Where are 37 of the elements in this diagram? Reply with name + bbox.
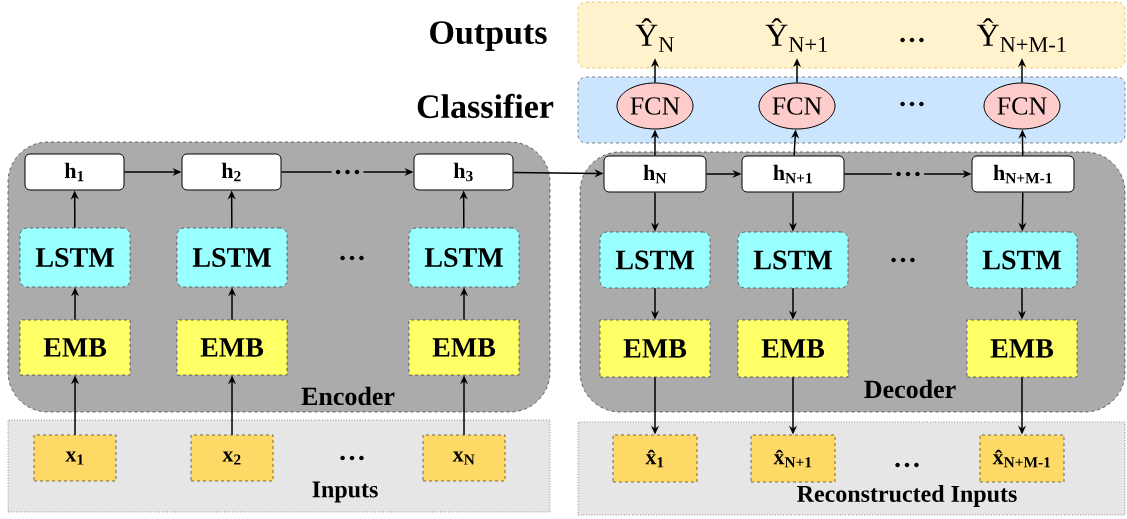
input-box: x̂$_{N+1}$ (750, 434, 836, 483)
input-box: x$_{2}$ (190, 434, 274, 482)
hidden-state-box: h$_{N+1}$ (741, 155, 845, 193)
embedding-box: EMB (408, 319, 520, 376)
hidden-state-box: h$_{1}$ (24, 153, 125, 191)
ellipsis: … (900, 37, 924, 43)
edge-label: … (892, 169, 924, 179)
ellipsis: … (340, 255, 364, 261)
input-box: x$_{1}$ (33, 434, 117, 482)
hidden-state-box: h$_{3}$ (413, 153, 514, 191)
embedding-box: EMB (19, 319, 131, 376)
input-box: x̂$_{N+M-1}$ (979, 434, 1065, 483)
lstm-box: LSTM (176, 227, 288, 288)
lstm-box: LSTM (966, 231, 1078, 289)
lstm-box: LSTM (599, 231, 711, 289)
lstm-box: LSTM (408, 227, 520, 288)
embedding-box: EMB (176, 319, 288, 376)
output-text: Ŷ$_{N}$ (635, 18, 674, 52)
ellipsis: … (900, 101, 924, 107)
node-label: Outputs (430, 21, 547, 51)
embedding-box: EMB (737, 319, 849, 378)
output-text: Ŷ$_{N+M-1}$ (976, 18, 1066, 52)
node-label: Classifier (417, 93, 554, 119)
input-box: x̂$_{1}$ (612, 434, 698, 483)
hidden-state-box: h$_{N}$ (603, 155, 707, 193)
input-box: x$_{N}$ (422, 434, 506, 482)
output-text: Ŷ$_{N+1}$ (765, 18, 827, 52)
hidden-state-box: h$_{N+M-1}$ (971, 155, 1075, 193)
ellipsis: … (895, 462, 919, 468)
embedding-box: EMB (599, 319, 711, 378)
hidden-state-box: h$_{2}$ (181, 153, 282, 191)
lstm-box: LSTM (737, 231, 849, 289)
embedding-box: EMB (966, 319, 1078, 378)
ellipsis: … (891, 257, 915, 263)
edge-label: … (331, 167, 364, 177)
lstm-box: LSTM (19, 227, 131, 288)
ellipsis: … (340, 455, 364, 461)
